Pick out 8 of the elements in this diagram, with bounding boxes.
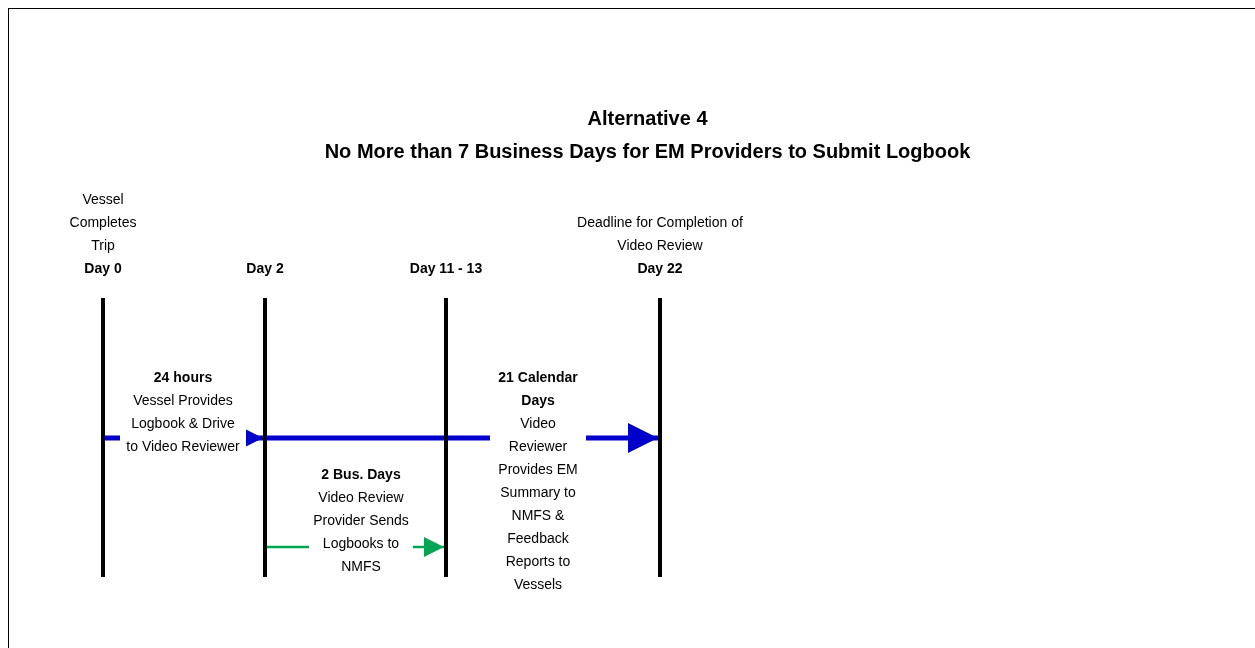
day-label: Day 0 bbox=[83, 259, 123, 278]
day-label: Day 11 - 13 bbox=[408, 259, 484, 278]
diagram-subtitle: No More than 7 Business Days for EM Providers to Submit Logbook bbox=[323, 140, 972, 163]
event-label: Deadline for Completion of Video Review bbox=[576, 213, 744, 255]
day-label: Day 22 bbox=[636, 259, 684, 278]
diagram-title: Alternative 4 bbox=[586, 107, 709, 130]
event-label: Vessel Completes Trip bbox=[68, 190, 138, 255]
day-label: Day 2 bbox=[245, 259, 285, 278]
